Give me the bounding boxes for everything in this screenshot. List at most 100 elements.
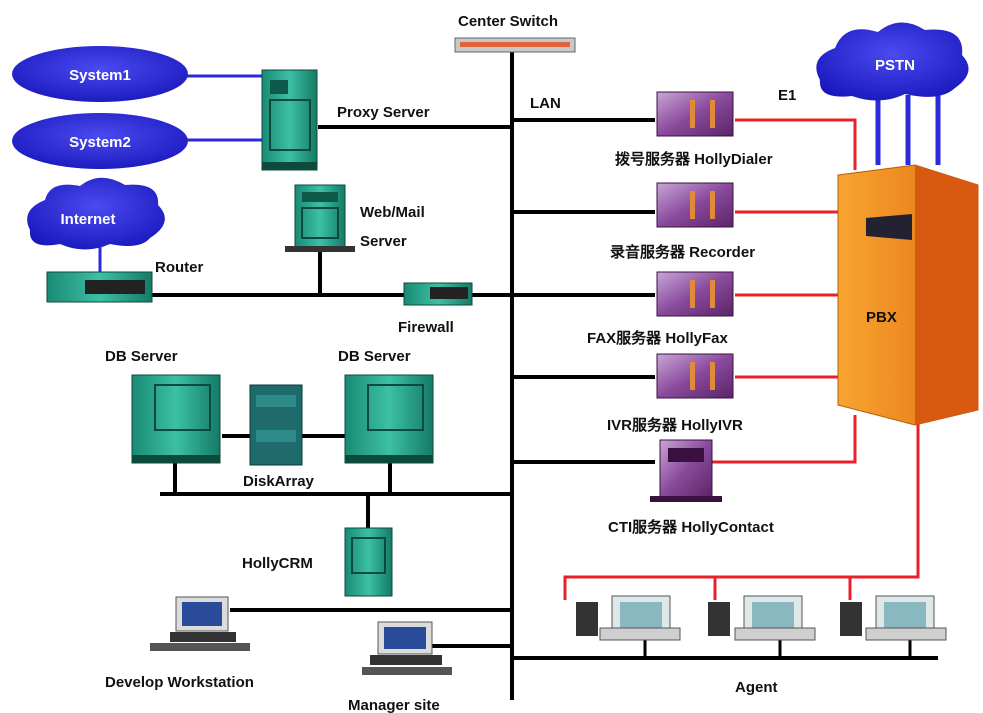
agent-3-keyboard	[865, 627, 947, 641]
ivr-label: IVR服务器 HollyIVR	[607, 416, 743, 434]
develop-keyboard	[170, 632, 236, 642]
system1-cloud: System1	[12, 46, 188, 102]
manager-desk	[362, 667, 452, 675]
proxy-server-panel	[269, 99, 311, 151]
switch-led-strip	[460, 42, 570, 47]
webmail-server-base	[285, 246, 355, 252]
proxy-server-base	[262, 162, 317, 170]
proxy-server: Proxy Server	[261, 69, 430, 171]
pbx-cti-link	[712, 415, 857, 464]
manager-screen	[384, 627, 426, 649]
fax-label: FAX服务器 HollyFax	[587, 329, 729, 347]
agent-1-screen	[620, 602, 662, 628]
pbx-links	[563, 118, 920, 600]
db-left-panel	[154, 384, 211, 431]
develop-workstation: Develop Workstation	[105, 596, 254, 691]
system2-cloud: System2	[12, 113, 188, 169]
pbx-side-face	[915, 165, 978, 425]
agent-1-keyboard	[599, 627, 681, 641]
manager-site-label: Manager site	[348, 697, 440, 713]
pbx-agent-link	[563, 420, 920, 600]
webmail-server: Web/Mail Server	[285, 184, 425, 252]
proxy-server-bay	[270, 80, 288, 94]
cti-base	[650, 496, 722, 502]
db-server-left-label: DB Server	[105, 348, 178, 365]
center-switch-label: Center Switch	[458, 13, 558, 30]
agent-2-keyboard	[734, 627, 816, 641]
dialer-led-1	[690, 100, 695, 128]
hollycrm-server: HollyCRM	[242, 527, 393, 597]
hollycrm-panel	[351, 537, 386, 574]
router-port-panel	[85, 280, 145, 294]
center-switch: Center Switch	[454, 13, 576, 53]
manager-site: Manager site	[348, 621, 452, 713]
cti-label: CTI服务器 HollyContact	[608, 518, 774, 536]
ivr-led-2	[710, 362, 715, 390]
fax-server: FAX服务器 HollyFax	[587, 271, 734, 347]
develop-desk	[150, 643, 250, 651]
server-tower-icon	[131, 374, 221, 464]
db-server-right-label: DB Server	[338, 348, 411, 365]
ivr-led-1	[690, 362, 695, 390]
internet-cloud: Internet	[27, 177, 165, 250]
agent-2	[708, 595, 816, 641]
system1-label: System1	[69, 67, 131, 84]
pstn-label: PSTN	[875, 57, 915, 74]
agent-3	[840, 595, 947, 641]
disk-array-drive-2	[256, 430, 296, 442]
agent-desk-icon	[708, 602, 730, 636]
recorder-led-2	[710, 191, 715, 219]
ivr-server: IVR服务器 HollyIVR	[607, 353, 743, 434]
webmail-server-bay	[302, 192, 338, 202]
agent-label: Agent	[735, 679, 778, 696]
agent-1	[576, 595, 681, 641]
db-right-base	[345, 455, 433, 463]
internet-label: Internet	[60, 211, 115, 228]
router-label: Router	[155, 259, 203, 276]
webmail-label-line2: Server	[360, 233, 407, 250]
db-left-base	[132, 455, 220, 463]
hollycrm-label: HollyCRM	[242, 555, 313, 572]
dialer-label: 拨号服务器 HollyDialer	[615, 150, 773, 168]
agent-desk-icon	[840, 602, 862, 636]
fax-led-2	[710, 280, 715, 308]
e1-label: E1	[778, 87, 796, 104]
lan-label: LAN	[530, 95, 561, 112]
pbx: PBX	[837, 164, 979, 426]
firewall-port-panel	[430, 287, 468, 299]
server-tower-icon	[344, 374, 434, 464]
recorder-server: 录音服务器 Recorder	[610, 182, 755, 261]
recorder-led-1	[690, 191, 695, 219]
disk-array: DiskArray	[243, 384, 315, 490]
dialer-led-2	[710, 100, 715, 128]
cloud-icon	[12, 46, 188, 102]
develop-workstation-label: Develop Workstation	[105, 674, 254, 691]
agent-desk-icon	[576, 602, 598, 636]
pbx-label: PBX	[866, 309, 897, 326]
db-server-left: DB Server	[105, 348, 221, 464]
diskarray-label: DiskArray	[243, 473, 315, 490]
cti-bay	[668, 448, 704, 462]
proxy-server-label: Proxy Server	[337, 104, 430, 121]
pstn-cloud: PSTN	[816, 22, 969, 101]
webmail-server-panel	[301, 207, 339, 239]
manager-keyboard	[370, 655, 442, 665]
fax-led-1	[690, 280, 695, 308]
agent-3-screen	[884, 602, 926, 628]
cloud-icon	[27, 177, 165, 250]
disk-array-drive-1	[256, 395, 296, 407]
firewall-label: Firewall	[398, 319, 454, 336]
pbx-display	[866, 214, 912, 240]
dialer-server: 拨号服务器 HollyDialer	[615, 91, 773, 168]
recorder-label: 录音服务器 Recorder	[610, 243, 755, 261]
cloud-icon	[12, 113, 188, 169]
webmail-label-line1: Web/Mail	[360, 204, 425, 221]
cti-server: CTI服务器 HollyContact	[608, 439, 774, 536]
db-right-panel	[367, 384, 424, 431]
agent-2-screen	[752, 602, 794, 628]
pbx-dialer-link	[735, 118, 857, 170]
db-server-right: DB Server	[338, 348, 434, 464]
firewall: Firewall	[398, 282, 473, 336]
system2-label: System2	[69, 134, 131, 151]
